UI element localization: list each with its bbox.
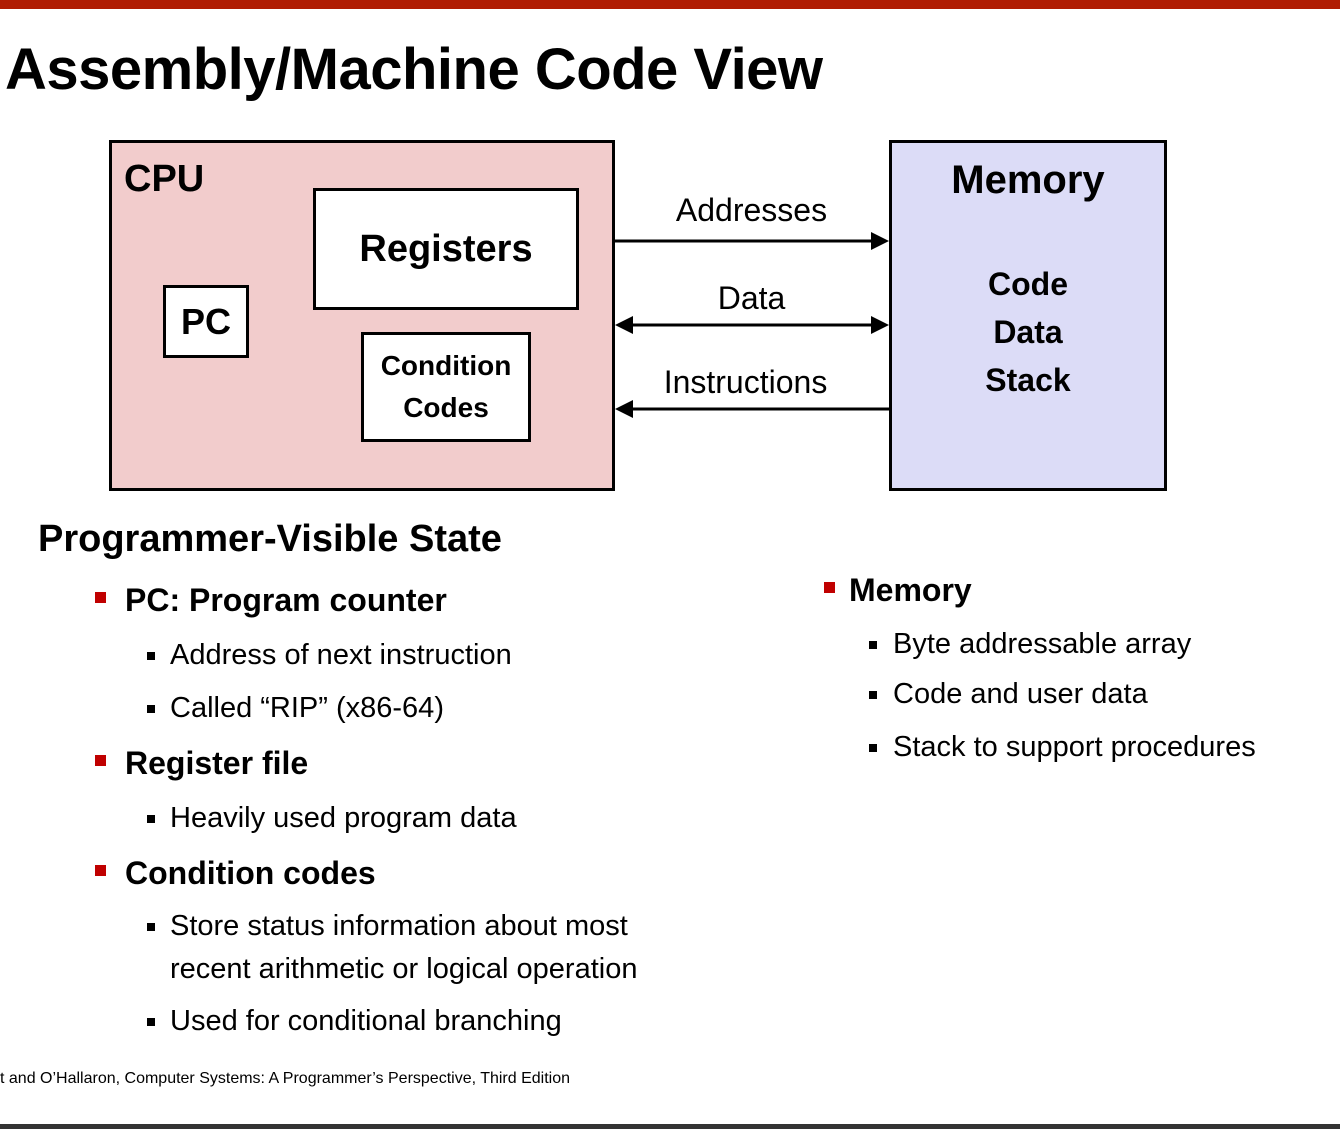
sub-bullet-icon <box>147 1018 155 1026</box>
addresses-label: Addresses <box>675 192 828 228</box>
data-arrow <box>615 316 889 334</box>
sub-bullet: Byte addressable array <box>893 628 1192 660</box>
instructions-label: Instructions <box>663 364 828 400</box>
bullet-icon <box>95 755 106 766</box>
bullet-icon <box>824 582 835 593</box>
memory-item-data: Data <box>993 314 1063 350</box>
instructions-arrow <box>615 400 889 418</box>
sub-bullet-continuation: recent arithmetic or logical operation <box>170 953 638 985</box>
registers-label: Registers <box>359 227 533 270</box>
condition-codes-box: Condition Codes <box>361 332 531 442</box>
sub-bullet-icon <box>147 815 155 823</box>
registers-box: Registers <box>313 188 579 310</box>
sub-bullet: Stack to support procedures <box>893 731 1256 763</box>
memory-box <box>889 140 1167 491</box>
pc-box: PC <box>163 285 249 358</box>
cpu-label: CPU <box>124 158 205 200</box>
bullet-icon <box>95 865 106 876</box>
footer-citation: t and O’Hallaron, Computer Systems: A Pr… <box>0 1070 571 1087</box>
sub-bullet: Heavily used program data <box>170 802 517 834</box>
sub-bullet: Used for conditional branching <box>170 1005 562 1037</box>
memory-contents: Code Data Stack <box>889 260 1167 404</box>
sub-bullet-icon <box>869 744 877 752</box>
bullet-icon <box>95 592 106 603</box>
slide-title: Assembly/Machine Code View <box>5 37 823 102</box>
bullet-pc: PC: Program counter <box>125 582 447 618</box>
section-title: Programmer-Visible State <box>38 518 502 560</box>
sub-bullet-icon <box>869 641 877 649</box>
sub-bullet: Store status information about most <box>170 910 628 942</box>
top-bar <box>0 0 1340 9</box>
sub-bullet: Address of next instruction <box>170 639 512 671</box>
sub-bullet-icon <box>147 705 155 713</box>
bullet-register-file: Register file <box>125 745 309 781</box>
data-label: Data <box>717 280 786 316</box>
sub-bullet-icon <box>869 691 877 699</box>
bullet-condition-codes: Condition codes <box>125 855 376 891</box>
condition-codes-line2: Codes <box>403 392 489 423</box>
sub-bullet: Code and user data <box>893 678 1148 710</box>
memory-item-stack: Stack <box>985 362 1071 398</box>
bullet-memory: Memory <box>849 572 972 608</box>
sub-bullet-icon <box>147 923 155 931</box>
bus-arrows <box>615 232 889 418</box>
pc-label: PC <box>180 300 231 342</box>
memory-label: Memory <box>951 158 1105 202</box>
addresses-arrow <box>615 232 889 250</box>
condition-codes-line1: Condition <box>380 350 512 381</box>
sub-bullet: Called “RIP” (x86-64) <box>170 692 444 724</box>
sub-bullet-icon <box>147 652 155 660</box>
memory-item-code: Code <box>988 266 1068 302</box>
bottom-bar <box>0 1124 1340 1129</box>
